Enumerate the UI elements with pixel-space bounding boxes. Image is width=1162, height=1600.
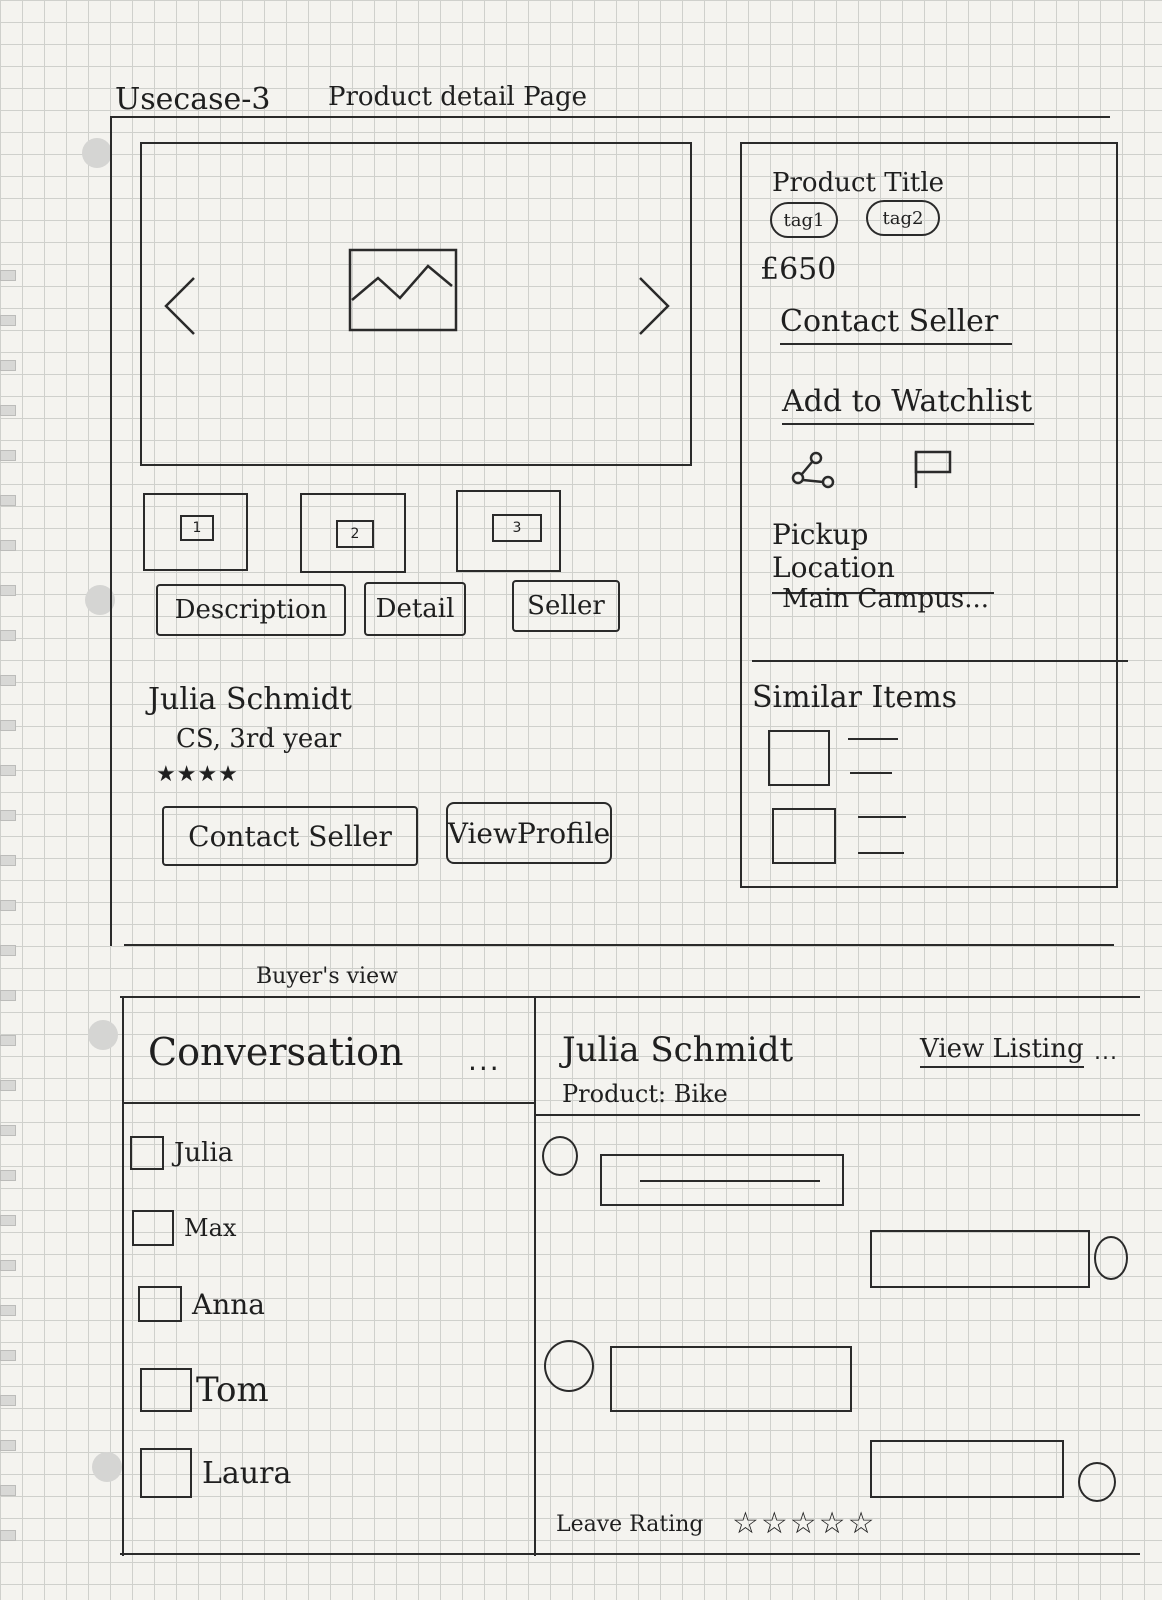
messaging-left-line <box>122 996 124 1556</box>
conversation-item-laura[interactable]: Laura <box>140 1448 291 1498</box>
conversation-heading: Conversation <box>148 1030 404 1074</box>
messaging-divider <box>534 996 536 1556</box>
usecase-label: Usecase-3 <box>115 82 271 117</box>
flag-icon[interactable] <box>910 448 956 490</box>
message-text-line <box>640 1180 820 1182</box>
product-page-frame <box>110 116 1110 946</box>
contact-avatar <box>140 1368 192 1412</box>
view-listing-link[interactable]: View Listing <box>920 1034 1084 1068</box>
chat-header-divider <box>536 1114 1140 1116</box>
thumbnail-3[interactable]: 3 <box>456 490 561 572</box>
similar-item-text-line <box>858 852 904 854</box>
similar-divider <box>752 660 1128 662</box>
chat-product: Product: Bike <box>562 1080 728 1108</box>
thumbnail-label: 2 <box>336 520 374 548</box>
product-info-panel: Product Title tag1 tag2 £650 Contact Sel… <box>740 142 1118 888</box>
buyers-view-label: Buyer's view <box>256 964 398 989</box>
conversation-item-julia[interactable]: Julia <box>130 1136 233 1170</box>
share-icon[interactable] <box>790 450 836 490</box>
contact-avatar <box>140 1448 192 1498</box>
similar-item-thumbnail[interactable] <box>772 808 836 864</box>
thumbnail-label: 3 <box>492 514 542 542</box>
thumbnail-2[interactable]: 2 <box>300 493 406 573</box>
chevron-left-icon[interactable] <box>162 274 198 338</box>
tab-detail[interactable]: Detail <box>364 582 466 636</box>
view-profile-button[interactable]: ViewProfile <box>446 802 612 864</box>
seller-name: Julia Schmidt <box>148 682 352 717</box>
pickup-location-label: Pickup Location <box>772 518 994 594</box>
thumbnail-label: 1 <box>180 515 214 541</box>
contact-avatar <box>542 1136 578 1176</box>
outgoing-message <box>870 1230 1090 1288</box>
contact-seller-button[interactable]: Contact Seller <box>162 806 418 866</box>
user-avatar <box>1078 1462 1116 1502</box>
contact-avatar <box>130 1136 164 1170</box>
page-title: Product detail Page <box>328 82 587 112</box>
messaging-top-line <box>120 996 1140 998</box>
pickup-location-value: Main Campus... <box>782 584 990 614</box>
user-avatar <box>1094 1236 1128 1280</box>
contact-avatar <box>132 1210 174 1246</box>
contact-seller-link[interactable]: Contact Seller <box>780 304 1012 345</box>
incoming-message <box>600 1154 844 1206</box>
rating-stars-input[interactable]: ☆☆☆☆☆ <box>732 1506 877 1541</box>
contact-avatar <box>138 1286 182 1322</box>
punch-hole <box>92 1452 122 1482</box>
product-price: £650 <box>760 252 837 287</box>
similar-item-text-line <box>858 816 906 818</box>
chat-menu-icon[interactable]: ... <box>1094 1040 1118 1065</box>
thumbnail-1[interactable]: 1 <box>143 493 248 571</box>
seller-info: CS, 3rd year <box>176 724 342 754</box>
incoming-message <box>610 1346 852 1412</box>
seller-rating-stars: ★★★★ <box>156 762 239 787</box>
image-gallery <box>140 142 692 466</box>
similar-item-text-line <box>850 772 892 774</box>
similar-item-thumbnail[interactable] <box>768 730 830 786</box>
tab-description[interactable]: Description <box>156 584 346 636</box>
tab-seller[interactable]: Seller <box>512 580 620 632</box>
similar-item-text-line <box>848 738 898 740</box>
conversation-item-anna[interactable]: Anna <box>138 1286 265 1322</box>
conversation-header-divider <box>124 1102 536 1104</box>
chat-contact-name: Julia Schmidt <box>562 1030 794 1070</box>
punch-hole <box>82 138 112 168</box>
conversation-menu-icon[interactable]: ... <box>468 1044 501 1077</box>
outgoing-message <box>870 1440 1064 1498</box>
conversation-item-max[interactable]: Max <box>132 1210 236 1246</box>
product-tag[interactable]: tag1 <box>770 202 838 238</box>
contact-avatar <box>544 1340 594 1392</box>
chevron-right-icon[interactable] <box>636 274 672 338</box>
product-tag[interactable]: tag2 <box>866 200 940 236</box>
add-to-watchlist-link[interactable]: Add to Watchlist <box>782 384 1034 425</box>
leave-rating-label: Leave Rating <box>556 1512 704 1537</box>
similar-items-heading: Similar Items <box>752 680 958 715</box>
messaging-bottom-line <box>120 1553 1140 1555</box>
product-title: Product Title <box>772 168 945 198</box>
frame-bottom-line <box>124 944 1114 946</box>
conversation-item-tom[interactable]: Tom <box>140 1368 269 1412</box>
punch-hole <box>88 1020 118 1050</box>
image-placeholder-icon <box>348 248 458 332</box>
